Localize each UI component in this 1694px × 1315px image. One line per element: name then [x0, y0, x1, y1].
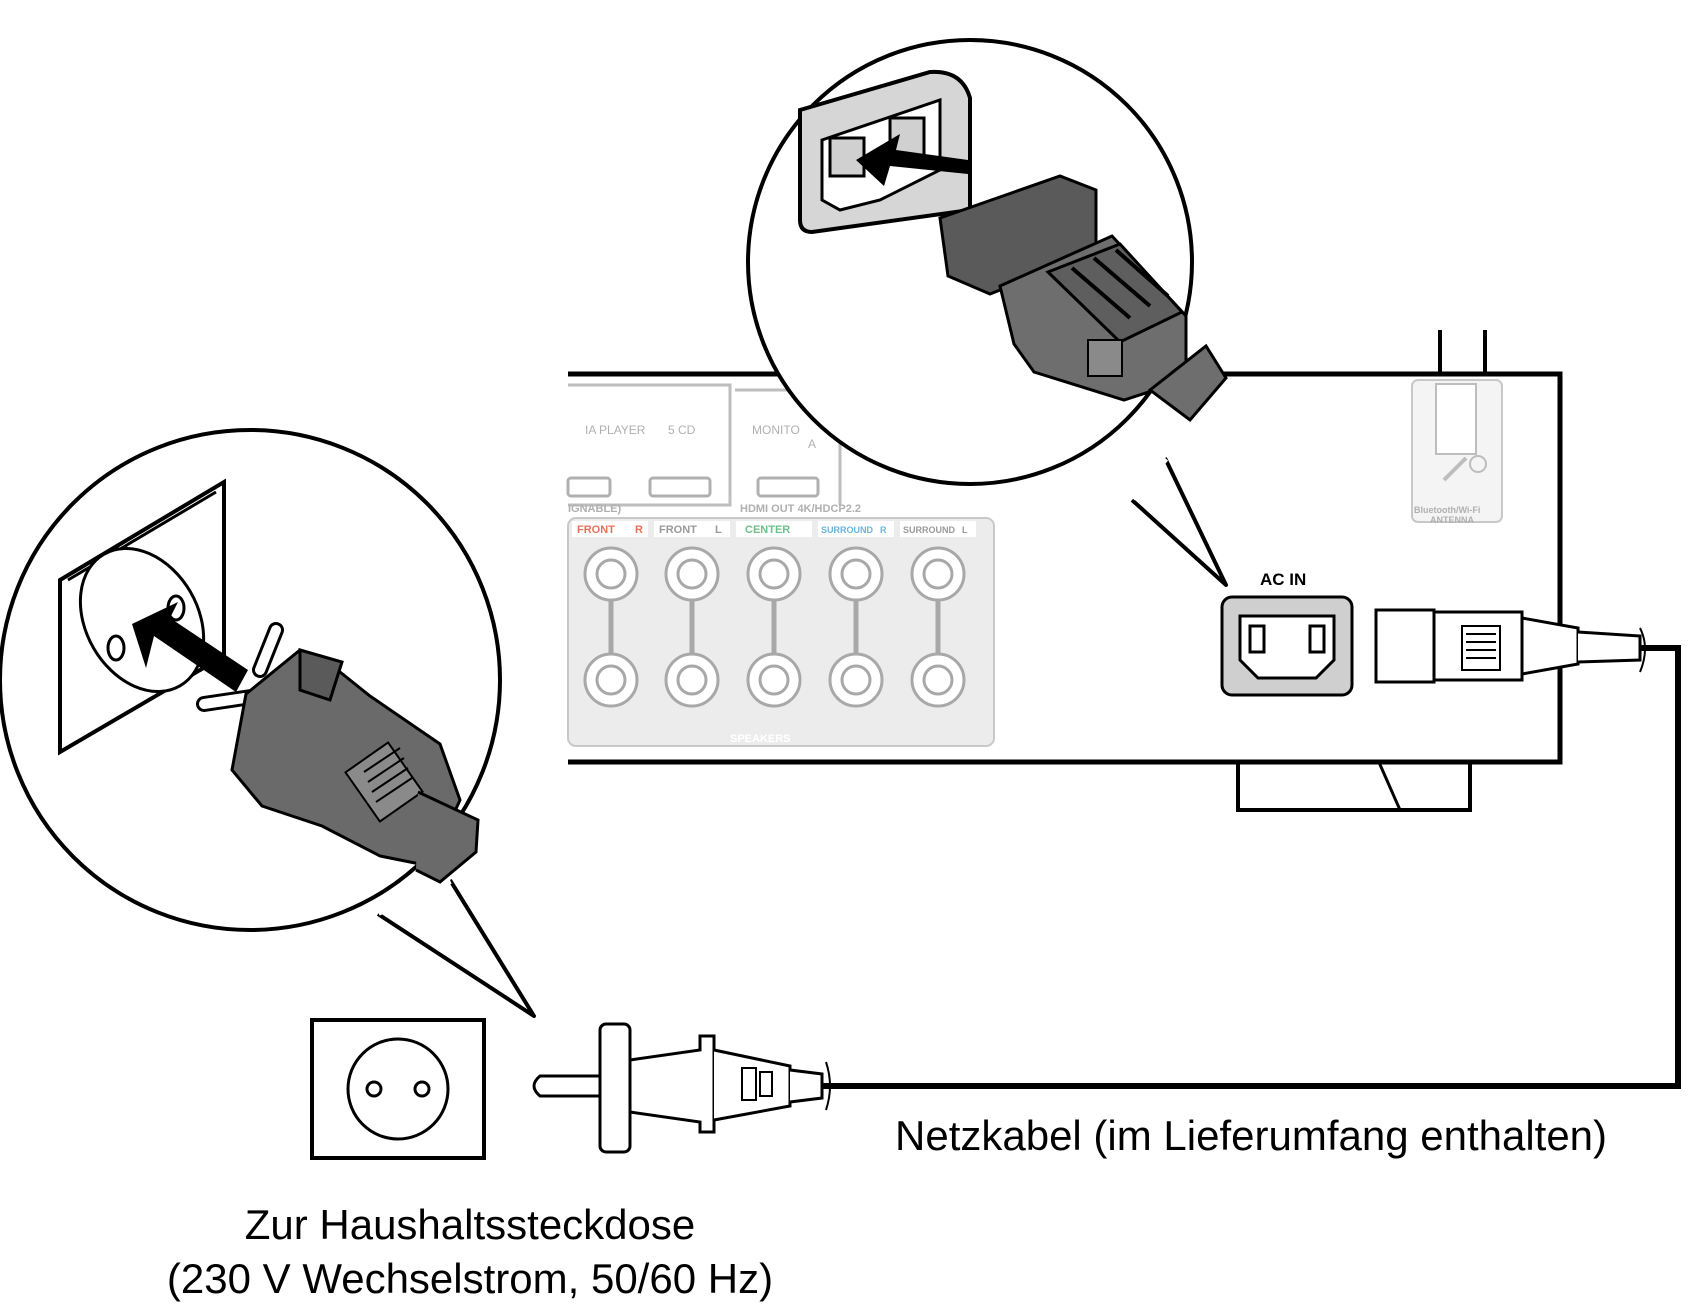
wall-outlet-caption-line2: (230 V Wechselstrom, 50/60 Hz): [166, 1255, 774, 1302]
insert-arrow-icon: [856, 134, 968, 186]
hdmi-port: [566, 476, 612, 498]
hdmi-input-label-2: 5 CD: [668, 423, 696, 437]
speaker-channel-side: R: [635, 524, 643, 536]
speaker-channel-label: SURROUND: [903, 525, 956, 535]
schuko-closeup-callout: [0, 428, 536, 1018]
hdmi-group-label: IGNABLE): [568, 503, 622, 515]
hdmi-input-label-1: IA PLAYER: [585, 423, 646, 437]
speaker-channel-label: SURROUND: [821, 525, 874, 535]
antenna-label-2: ANTENNA: [1430, 515, 1474, 525]
speaker-channel-label: FRONT: [659, 524, 697, 536]
iec-cord-plug: [1374, 608, 1642, 684]
hdmi-port: [756, 476, 820, 498]
schuko-plug: [532, 1022, 824, 1154]
insert-arrow-icon: [132, 602, 248, 692]
speaker-channel-side: R: [880, 525, 887, 535]
iec-closeup-callout: [746, 38, 1228, 587]
hdmi-port: [648, 476, 712, 498]
hdmi-out-label: HDMI OUT 4K/HDCP2.2: [740, 503, 861, 515]
wall-outlet: [310, 1018, 486, 1160]
speaker-channel-side: L: [715, 524, 722, 536]
monitor-label: MONITO: [752, 423, 800, 437]
speaker-terminals: [583, 546, 966, 708]
speaker-channel-label: FRONT: [577, 524, 615, 536]
antenna-label: Bluetooth/Wi-Fi: [1414, 505, 1480, 515]
antenna-connector: [1411, 379, 1503, 523]
power-cable: [822, 645, 1681, 1089]
ac-in-label: AC IN: [1260, 570, 1306, 589]
speakers-label: SPEAKERS: [730, 733, 791, 745]
monitor-sub-label: A: [808, 437, 816, 451]
power-cord-caption: Netzkabel (im Lieferumfang enthalten): [895, 1112, 1608, 1159]
wall-outlet-caption-line1: Zur Haushaltssteckdose: [244, 1201, 696, 1248]
wall-outlet-caption: Zur Haushaltssteckdose (230 V Wechselstr…: [150, 1198, 790, 1306]
speaker-channel-label: CENTER: [745, 524, 790, 536]
receiver-rear-panel: IA PLAYER 5 CD MONITO A IGNABLE) HDMI OU…: [566, 330, 1563, 812]
speaker-channel-side: L: [962, 525, 968, 535]
